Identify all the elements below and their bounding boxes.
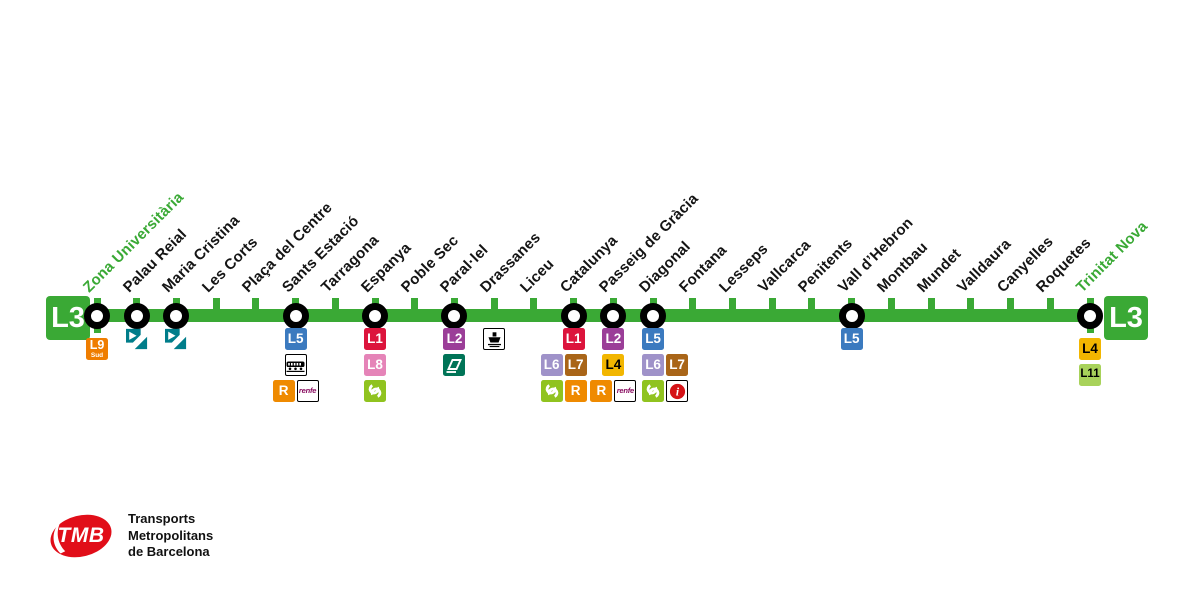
badge-row-passeig-de-gr-cia: L2 [602, 328, 625, 350]
station-tick-fontana [689, 298, 697, 311]
badge-row-drassanes [483, 328, 506, 350]
badge-row-sants-estaci-: L5 [284, 328, 307, 350]
station-marker-vall-d-hebron [838, 302, 865, 329]
badge-row-catalunya: R [540, 380, 587, 402]
station-tick-liceu [530, 298, 538, 311]
renfe-icon: renfe [296, 380, 319, 402]
funicular-icon [443, 354, 466, 376]
badge-row-diagonal: L5 [642, 328, 665, 350]
badge-l5: L5 [642, 328, 665, 350]
tmb-text-line2: Metropolitans [128, 527, 214, 543]
badge-row-trinitat-nova: L11 [1079, 364, 1101, 386]
fgc-icon [642, 380, 665, 402]
station-tick-pla-a-del-centre [252, 298, 260, 311]
badge-r: R [272, 380, 295, 402]
badge-r: R [564, 380, 587, 402]
ship-icon [483, 328, 506, 350]
badge-row-trinitat-nova: L4 [1079, 338, 1101, 360]
badge-l11: L11 [1079, 364, 1101, 386]
station-tick-tarragona [331, 298, 339, 311]
line-l3-badge-right: L3 [1104, 296, 1148, 340]
badge-row-passeig-de-gr-cia: L4 [602, 354, 625, 376]
station-tick-montbau [887, 298, 895, 311]
badge-row-catalunya: L1 [562, 328, 585, 350]
station-tick-mundet [927, 298, 935, 311]
badge-row-diagonal: i [642, 380, 689, 402]
badge-l4: L4 [1079, 338, 1101, 360]
badge-l4: L4 [602, 354, 625, 376]
station-tick-les-corts [212, 298, 220, 311]
badge-l6: L6 [540, 354, 563, 376]
station-label-liceu: Liceu [516, 255, 558, 296]
station-marker-sants-estaci- [282, 302, 309, 329]
station-label-trinitat-nova: Trinitat Nova [1072, 217, 1152, 296]
fgc-icon [364, 380, 387, 402]
renfe-icon: renfe [614, 380, 637, 402]
badge-l2: L2 [443, 328, 466, 350]
badge-l1: L1 [364, 328, 387, 350]
metro-line [97, 309, 1090, 322]
badge-l1: L1 [562, 328, 585, 350]
tmb-abbr: TMB [57, 524, 105, 547]
tmb-logo: TMB Transports Metropolitans de Barcelon… [48, 510, 213, 562]
station-marker-maria-cristina [163, 302, 190, 329]
station-tick-lesseps [729, 298, 737, 311]
tmb-logo-text: Transports Metropolitans de Barcelona [128, 511, 213, 561]
badge-row-palau-reial [125, 328, 148, 350]
badge-row-espanya: L1 [364, 328, 387, 350]
station-marker-zona-universit-ria [84, 302, 110, 329]
badge-l2: L2 [602, 328, 625, 350]
badge-l7: L7 [666, 354, 689, 376]
badge-row-paral-lel: L2 [443, 328, 466, 350]
fgc-icon [540, 380, 563, 402]
station-marker-espanya [362, 302, 389, 329]
train-icon [284, 354, 307, 376]
station-tick-canyelles [1007, 298, 1015, 311]
badge-sub-label: Sud [90, 351, 104, 359]
badge-l8: L8 [364, 354, 387, 376]
badge-row-espanya [364, 380, 387, 402]
badge-r: R [590, 380, 613, 402]
badge-l5: L5 [284, 328, 307, 350]
station-tick-roquetes [1046, 298, 1054, 311]
tmb-text-line3: de Barcelona [128, 544, 210, 560]
badge-l5: L5 [840, 328, 863, 350]
info-icon: i [666, 380, 689, 402]
station-tick-poble-sec [411, 298, 419, 311]
badge-row-sants-estaci- [284, 354, 307, 376]
svg-text:i: i [675, 386, 679, 398]
station-marker-palau-reial [123, 302, 150, 329]
badge-row-maria-cristina [165, 328, 187, 350]
badge-row-espanya: L8 [364, 354, 387, 376]
line-l3-badge-left: L3 [46, 296, 90, 340]
station-tick-vallcarca [768, 298, 776, 311]
station-marker-passeig-de-gr-cia [600, 302, 627, 329]
tram-icon [165, 328, 187, 350]
badge-row-vall-d-hebron: L5 [840, 328, 863, 350]
station-tick-valldaura [967, 298, 975, 311]
tram-icon [125, 328, 148, 350]
badge-row-paral-lel [443, 354, 466, 376]
badge-l6: L6 [642, 354, 665, 376]
station-tick-drassanes [490, 298, 498, 311]
station-marker-diagonal [640, 302, 667, 329]
badge-l7: L7 [564, 354, 587, 376]
tmb-oval-icon [50, 514, 112, 558]
station-marker-trinitat-nova [1077, 302, 1103, 329]
tmb-text-line1: Transports [128, 511, 196, 527]
tmb-oval: TMB [48, 510, 114, 562]
station-marker-catalunya [560, 302, 587, 329]
station-tick-penitents [808, 298, 816, 311]
station-marker-paral-lel [441, 302, 468, 329]
